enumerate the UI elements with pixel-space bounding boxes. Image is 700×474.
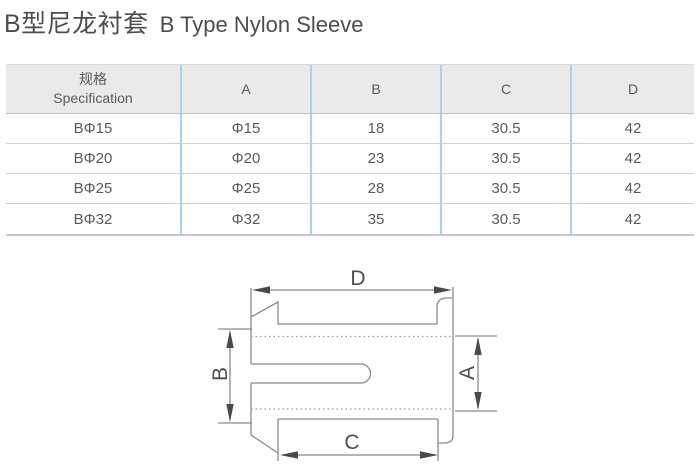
cell-d: 42 (570, 204, 694, 234)
cell-spec: BΦ32 (73, 210, 113, 228)
cell-d: 42 (570, 144, 694, 173)
header-cell-specification: 规格 Specification (6, 65, 180, 113)
cell-c: 30.5 (440, 114, 570, 143)
arrowhead-b-top (226, 330, 234, 348)
cell-a: Φ32 (180, 204, 310, 234)
cell-b: 35 (310, 204, 440, 234)
specification-table: 规格 Specification A B C D BΦ15 Φ15 18 30.… (6, 64, 694, 236)
cell-c: 30.5 (440, 144, 570, 173)
sleeve-cross-section-svg: D C B A (209, 267, 497, 461)
arrowhead-a-bottom (474, 392, 482, 410)
arrowhead-d-left (252, 286, 270, 294)
dimension-label-b: B (209, 367, 232, 381)
outline-right-edge (438, 287, 454, 444)
table-row: BΦ25 Φ25 28 30.5 42 (6, 174, 694, 204)
outline-bottom-chamfer (250, 434, 279, 454)
cell-spec: BΦ15 (73, 120, 113, 137)
cell-a: Φ25 (180, 174, 310, 203)
nylon-sleeve-drawing: D C B A (180, 255, 520, 474)
title-english: B Type Nylon Sleeve (159, 12, 364, 37)
cell-b: 18 (310, 114, 440, 143)
dimension-label-c: C (344, 431, 359, 454)
header-cell-b: B (310, 65, 440, 113)
cell-b: 23 (310, 144, 440, 173)
arrowhead-b-bottom (226, 404, 234, 422)
page-title: B型尼龙衬套 B Type Nylon Sleeve (4, 4, 364, 40)
header-cell-c: C (440, 65, 570, 113)
cell-spec: BΦ20 (73, 150, 113, 167)
arrowhead-d-right (434, 286, 452, 294)
table-row: BΦ32 Φ32 35 30.5 42 (6, 204, 694, 234)
header-cell-d: D (570, 65, 694, 113)
table-row: BΦ15 Φ15 18 30.5 42 (6, 114, 694, 144)
table-header-row: 规格 Specification A B C D (6, 65, 694, 114)
table-row: BΦ20 Φ20 23 30.5 42 (6, 144, 694, 174)
arrowhead-a-top (474, 337, 482, 355)
cell-spec: BΦ25 (73, 180, 113, 197)
header-spec-en: Specification (53, 90, 133, 106)
cell-c: 30.5 (440, 204, 570, 234)
outline-slot (251, 363, 372, 384)
cell-a: Φ20 (180, 144, 310, 173)
outline-top (250, 297, 452, 325)
cell-d: 42 (570, 174, 694, 203)
cell-a: Φ15 (180, 114, 310, 143)
header-spec-zh: 规格 (79, 71, 107, 87)
cell-c: 30.5 (440, 174, 570, 203)
cell-b: 28 (310, 174, 440, 203)
dimension-label-d: D (350, 267, 365, 290)
arrowhead-c-right (420, 451, 438, 459)
title-chinese: B型尼龙衬套 (4, 10, 149, 38)
dimension-label-a: A (456, 366, 479, 380)
arrowhead-c-left (280, 451, 298, 459)
header-cell-a: A (180, 65, 310, 113)
cell-d: 42 (570, 114, 694, 143)
